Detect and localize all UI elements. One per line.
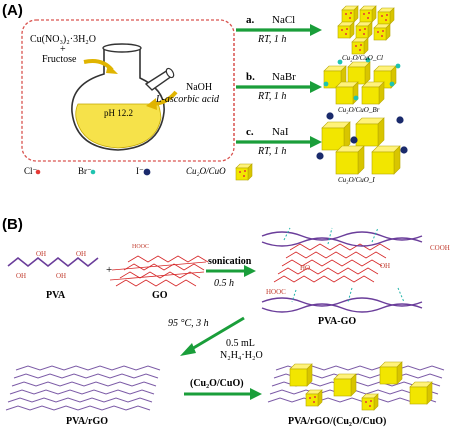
legend-br-label: Br⁻ (78, 166, 92, 176)
sonication-label: sonication (208, 256, 252, 267)
flask-ph-label: pH 12.2 (104, 108, 133, 118)
reaction-c-salt: NaI (272, 126, 289, 138)
reaction-b-cond: RT, 1 h (258, 91, 287, 102)
oh-1: OH (16, 272, 27, 280)
round-bottom-flask (71, 43, 175, 151)
product-cl-cubes (337, 5, 395, 55)
oh-2: OH (36, 250, 47, 258)
oh-3: OH (56, 272, 67, 280)
legend-cube (235, 163, 253, 181)
reaction-arrow-b (236, 81, 322, 93)
reaction-c-cond: RT, 1 h (258, 146, 287, 157)
ho-1: HO (300, 264, 311, 272)
additive-arrow (184, 388, 262, 400)
legend-i-dot (143, 168, 151, 176)
reaction-c-letter: c. (246, 126, 254, 138)
reduction-reagent: N₂H₄·H₂O (220, 350, 263, 361)
final-composite-sheets (267, 361, 445, 411)
hooc-1: HOOC (266, 288, 286, 296)
reagent-ascorbic: L-ascorbic acid (156, 94, 220, 105)
additive-label: (Cu₂O/CuO) (190, 378, 244, 389)
pva-rgo-label: PVA/rGO (66, 416, 109, 427)
oh-4: OH (76, 250, 87, 258)
reduction-amount: 0.5 mL (226, 338, 255, 349)
panel-b-label: (B) (2, 216, 23, 233)
pva-rgo-sheets (5, 365, 161, 411)
precursor-plus: + (60, 44, 66, 55)
reaction-a-product: Cu₂O/CuO_Cl (342, 54, 383, 62)
pva-label: PVA (46, 290, 66, 301)
go-label: GO (152, 290, 168, 301)
sonication-arrow (206, 265, 256, 277)
reaction-b-letter: b. (246, 71, 255, 83)
hooc-go: HOOC (132, 244, 150, 250)
reagent-naoh: NaOH (186, 82, 213, 93)
oh-5: OH (380, 262, 391, 270)
reaction-b-product: Cu₂O/CuO_Br (338, 106, 380, 114)
legend-cl-dot (35, 169, 41, 175)
final-label: PVA/rGO/(Cu₂O/CuO) (288, 416, 387, 427)
plus-sign: + (106, 264, 113, 276)
pva-chain (7, 256, 99, 268)
legend-cube-label: Cu₂O/CuO (186, 166, 226, 176)
cooh-1: COOH (430, 244, 450, 252)
reaction-c-product: Cu₂O/CuO_I (338, 176, 375, 184)
precursor-formula: Cu(NO₃)₂·3H₂O (30, 34, 97, 45)
reaction-a-salt: NaCl (272, 14, 296, 26)
reaction-arrow-a (236, 24, 322, 36)
reduction-arrow (180, 316, 245, 356)
precursor-fructose: Fructose (42, 54, 77, 65)
panel-a-label: (A) (2, 2, 23, 19)
product-i-cubes (316, 112, 408, 175)
legend-cl-label: Cl⁻ (24, 166, 38, 176)
product-br-cubes (323, 57, 401, 105)
sonication-time: 0.5 h (214, 278, 234, 289)
reaction-a-cond: RT, 1 h (258, 34, 287, 45)
reaction-b-salt: NaBr (272, 71, 296, 83)
pva-go-label: PVA-GO (318, 316, 357, 327)
pva-go-composite (261, 227, 423, 313)
legend-br-dot (90, 169, 96, 175)
legend-i-label: I⁻ (136, 166, 144, 176)
reaction-a-letter: a. (246, 14, 255, 26)
reduction-temp: 95 °C, 3 h (168, 318, 209, 329)
reaction-arrow-c (236, 136, 322, 148)
go-sheet (109, 255, 209, 287)
